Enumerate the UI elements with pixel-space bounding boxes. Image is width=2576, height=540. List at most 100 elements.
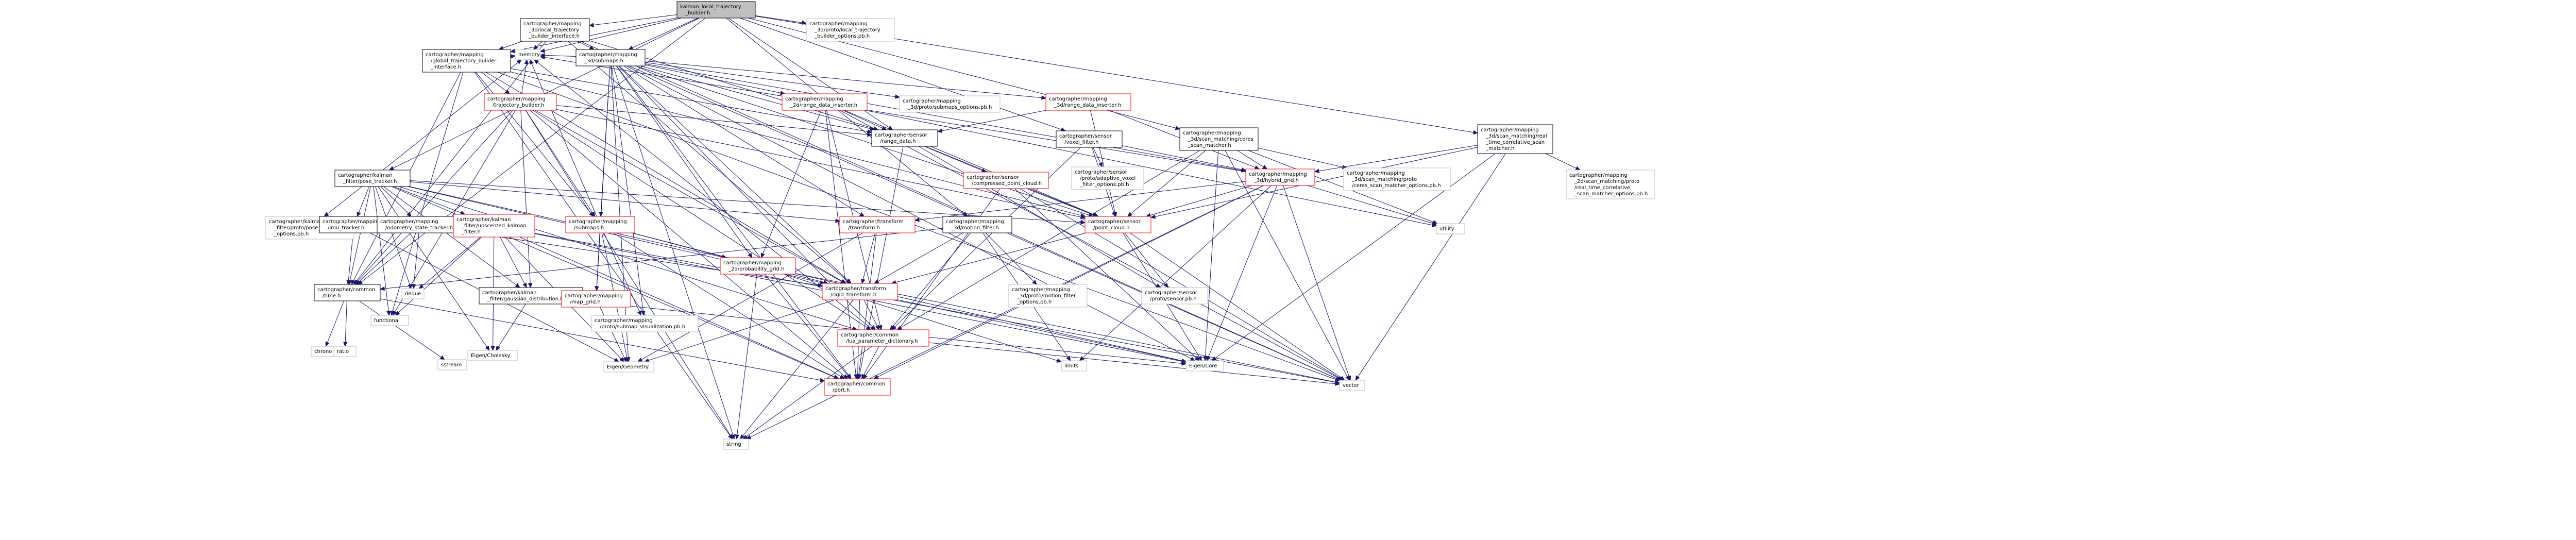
edge-ceres-to-hybrid [1237,150,1268,170]
node-box [1056,130,1123,148]
node-label-line: cartographer/mapping [1569,173,1628,178]
graph-node-cpc[interactable]: cartographer/sensor/compressed_point_clo… [963,172,1049,189]
edge-rangedata-to-sensorpb [919,146,1161,288]
edge-rdi3d-to-pointcloud [1090,110,1117,217]
edge-hybrid-to-limits [1079,185,1272,361]
node-label-line: _options.pb.h [1016,299,1052,305]
node-label-line: _builder_options.pb.h [814,33,870,39]
graph-node-avfopts: cartographer/sensor/proto/adaptive_voxel… [1071,166,1144,190]
graph-node-submaps3d[interactable]: cartographer/mapping_3d/submaps.h [575,49,646,66]
node-label-line: /lua_parameter_dictionary.h [846,339,918,344]
edge-rtcsm-to-pointcloud [1150,147,1478,219]
edge-gtbi-to-tb [481,72,511,94]
graph-node-submapsh[interactable]: cartographer/mapping/submaps.h [565,216,635,233]
edge-rdi2d-to-pointcloud [844,110,1099,217]
node-label-line: _3d/proto/submaps_options.pb.h [907,105,992,110]
node-label-line: _filter/gaussian_distribution.h [487,296,564,302]
node-box [575,49,646,66]
graph-node-ceres[interactable]: cartographer/mapping_3d/scan_matching/ce… [1179,127,1259,151]
node-label-line: Eigen/Core [1189,363,1217,369]
node-box [1245,168,1315,186]
node-label-line: _builder_interface.h [528,33,580,39]
graph-node-rigid[interactable]: cartographer/transform/rigid_transform.h [822,283,898,300]
node-label-line: chrono [314,349,332,355]
node-box [1566,170,1655,199]
graph-node-chrono: chrono [311,346,337,357]
node-label-line: cartographer/kalman [269,219,323,225]
node-label-line: cartographer/mapping [1049,96,1107,102]
graph-node-ltbi[interactable]: cartographer/mapping_3d/local_trajectory… [520,18,590,42]
graph-node-luapd[interactable]: cartographer/common/lua_parameter_dictio… [837,329,929,347]
edge-rigid-to-string [739,299,854,440]
edge-tb-to-pointcloud [556,109,1086,220]
node-label-line: /rigid_transform.h [831,292,876,298]
edge-gtbi-to-rangedata [510,68,873,134]
edge-gtbi-to-string [474,72,733,440]
edge-gtbi-to-mem [510,54,516,59]
graph-node-pose[interactable]: cartographer/kalman_filter/pose_tracker.… [334,170,411,187]
node-box [806,18,895,42]
graph-node-transform[interactable]: cartographer/transform/transform.h [839,216,916,233]
node-label-line: /imu_tracker.h [328,225,364,231]
node-box [1185,360,1224,372]
edge-rdi3d-to-rangedata [937,110,1047,133]
graph-node-vector: vector [1339,380,1365,391]
edge-ceres-to-eigencore [1203,150,1219,362]
graph-node-hybrid[interactable]: cartographer/mapping_3d/hybrid_grid.h [1245,168,1315,186]
edge-motion-to-time [379,228,943,291]
graph-node-rdi2d[interactable]: cartographer/mapping_2d/range_data_inser… [782,93,868,111]
edge-ltbi-to-gtbi [498,41,523,50]
graph-node-prob2d[interactable]: cartographer/mapping_2d/probability_grid… [720,257,796,275]
node-label-line: cartographer/transform [825,286,886,292]
edge-ltbi-to-mem [533,41,543,50]
edge-rtcsm-to-vector [1355,153,1506,381]
node-box [401,288,425,299]
edge-submapsh-to-subviz [603,232,641,316]
graph-node-mapgrid[interactable]: cartographer/mapping/map_grid.h [561,290,631,308]
edge-motion-to-luapd [889,232,971,330]
graph-node-rtcsm[interactable]: cartographer/mapping_3d/scan_matching/re… [1477,124,1553,154]
edge-pose-to-deque [375,186,412,290]
graph-node-tb[interactable]: cartographer/mapping/trajectory_builder.… [484,93,557,111]
edge-transform-to-rigid [861,232,876,284]
graph-node-root[interactable]: kalman_local_trajectory_builder.h [676,1,756,19]
edge-root-to-ltbopts [755,15,807,25]
graph-node-port[interactable]: cartographer/common/port.h [824,378,891,396]
node-box [824,378,891,396]
edge-rigid-to-luapd [863,299,879,331]
node-label-line: _options.pb.h [274,231,309,237]
edge-submaps3d-to-mem [539,53,577,58]
node-label-line: cartographer/mapping [569,219,627,225]
edge-submaps3d-to-hybrid [645,63,1247,173]
graph-node-rtcsmpb: cartographer/mapping_2d/scan_matching/pr… [1566,170,1655,199]
graph-node-time[interactable]: cartographer/common/time.h [314,284,381,301]
graph-node-functional: functional [370,315,409,326]
graph-node-motion[interactable]: cartographer/mapping_3d/motion_filter.h [942,216,1012,233]
edge-root-to-voxel [739,18,1066,132]
edge-gtbi-to-functional [390,72,464,316]
edge-submaps3d-to-rigid [619,65,852,284]
node-label-line: /map_grid.h [570,299,601,305]
graph-node-mem: memory [515,49,541,60]
graph-node-ukf[interactable]: cartographer/kalman_filter/unscented_kal… [453,214,535,238]
graph-node-voxel[interactable]: cartographer/sensor/voxel_filter.h [1056,130,1123,148]
node-label-line: cartographer/mapping [946,219,1004,225]
node-label-line: cartographer/common [827,381,885,387]
node-label-line: Eigen/Geometry [607,364,649,370]
graph-node-rdi3d[interactable]: cartographer/mapping_3d/range_data_inser… [1045,93,1131,111]
edge-prob2d-to-string [735,274,757,440]
graph-node-rangedata[interactable]: cartographer/sensor/range_data.h [871,129,938,147]
edge-tb-to-mem [521,59,529,94]
node-label-line: /proto/sensor.pb.h [1150,296,1197,302]
graph-node-gtbi[interactable]: cartographer/mapping/global_trajectory_b… [422,49,511,73]
node-box [1045,93,1131,111]
graph-node-odo[interactable]: cartographer/mapping/odometry_state_trac… [377,216,463,233]
graph-node-pointcloud[interactable]: cartographer/sensor/point_cloud.h [1084,216,1151,233]
node-box [377,216,463,233]
edge-root-to-mem [539,18,682,53]
node-box [1084,216,1151,233]
edge-submaps3d-to-rdi2d [645,64,786,95]
edge-time-to-chrono [325,300,345,347]
node-label-line: /submaps.h [574,225,604,231]
